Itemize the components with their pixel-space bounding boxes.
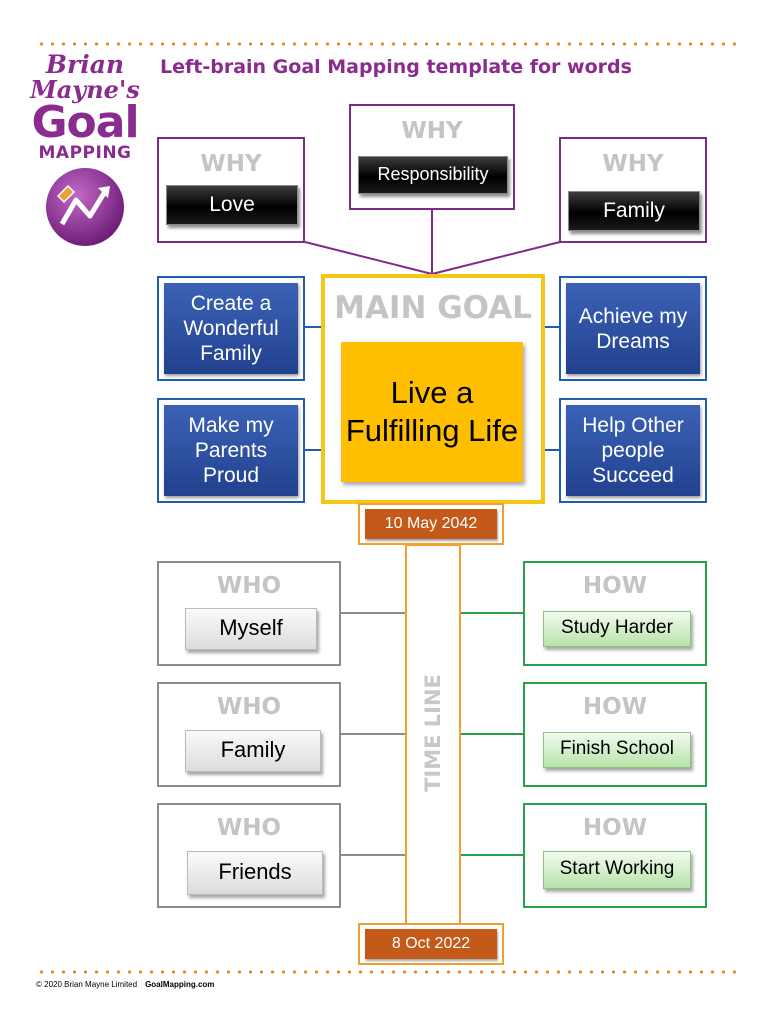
who-label: WHO [216,573,282,599]
main-goal-value: Live a Fulfilling Life [341,342,523,482]
logo-line-3: Goal [31,97,139,148]
sub-goal-box-4: Help Other people Succeed [559,398,707,503]
page-title: Left-brain Goal Mapping template for wor… [160,56,632,78]
why-label: WHY [602,151,664,177]
how-box-3: HOW Start Working [523,803,707,908]
footer-site-link[interactable]: GoalMapping.com [145,980,215,989]
who-label: WHO [216,815,282,841]
sub-goal-text: Make my Parents Proud [164,405,298,496]
timeline-label: TIME LINE [421,674,445,792]
main-goal-label: MAIN GOAL [334,290,532,326]
why-value: Responsibility [358,156,508,194]
how-label: HOW [582,694,648,720]
how-box-1: HOW Study Harder [523,561,707,666]
why-label: WHY [200,151,262,177]
footer-copyright: © 2020 Brian Mayne Limited [36,980,138,989]
how-value: Study Harder [543,611,691,647]
start-date: 8 Oct 2022 [365,929,497,959]
how-label: HOW [582,815,648,841]
who-box-1: WHO Myself [157,561,341,666]
logo-line-4: MAPPING [38,143,132,163]
who-value: Friends [187,851,323,895]
logo-line-1: Brian [45,50,125,79]
top-dotted-rule [36,42,736,46]
why-value: Love [166,185,298,225]
who-value: Family [185,730,321,772]
how-box-2: HOW Finish School [523,682,707,787]
sub-goal-text: Help Other people Succeed [566,405,700,496]
sub-goal-box-2: Make my Parents Proud [157,398,305,503]
sub-goal-box-1: Create a Wonderful Family [157,276,305,381]
footer: © 2020 Brian Mayne Limited GoalMapping.co… [36,980,214,989]
sub-goal-text: Create a Wonderful Family [164,283,298,374]
sub-goal-text: Achieve my Dreams [566,283,700,374]
why-box-3: WHY Family [559,137,707,243]
target-date-box: 10 May 2042 [358,503,504,545]
target-date: 10 May 2042 [365,509,497,539]
logo-line-2: Mayne's [30,75,140,104]
main-goal-box: MAIN GOAL Live a Fulfilling Life [321,274,545,504]
how-value: Finish School [543,732,691,768]
why-box-2: WHY Responsibility [349,104,515,210]
why-value: Family [568,191,700,231]
sub-goal-box-3: Achieve my Dreams [559,276,707,381]
how-label: HOW [582,573,648,599]
why-box-1: WHY Love [157,137,305,243]
pencil-arrow-icon [46,168,124,246]
who-label: WHO [216,694,282,720]
goal-mapping-logo: Brian Mayne's Goal MAPPING [20,52,150,262]
bottom-dotted-rule [36,970,736,974]
start-date-box: 8 Oct 2022 [358,923,504,965]
who-box-2: WHO Family [157,682,341,787]
who-box-3: WHO Friends [157,803,341,908]
who-value: Myself [185,608,317,650]
how-value: Start Working [543,851,691,889]
why-label: WHY [401,118,463,144]
